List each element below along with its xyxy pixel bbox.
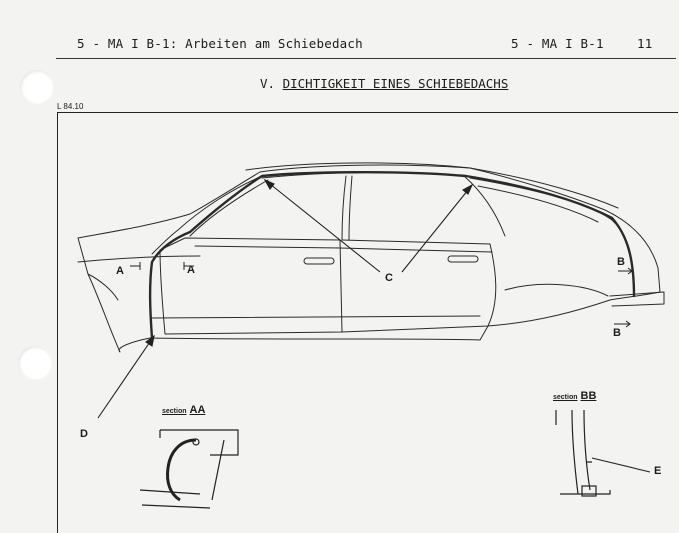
rear-wheel-arch — [504, 283, 609, 297]
label-e: E — [654, 465, 662, 477]
bumper — [609, 291, 665, 307]
page-number: 11 — [637, 36, 653, 51]
section-a-left-marker — [130, 262, 141, 270]
rear-window — [469, 177, 633, 271]
front-handle — [303, 257, 335, 265]
wheel-arch-front — [87, 273, 119, 301]
rear-handle — [447, 255, 479, 263]
leader-d — [97, 335, 155, 419]
rear-pillar — [463, 175, 506, 237]
b-pillar-2 — [348, 175, 353, 241]
section-bb-detail — [555, 409, 611, 495]
section-aa-seal — [166, 438, 197, 502]
label-d: D — [80, 428, 88, 440]
title-prefix: V. — [260, 76, 276, 91]
sill-line — [151, 315, 481, 319]
page-title: V. DICHTIGKEIT EINES SCHIEBEDACHS — [260, 76, 508, 91]
header-left: 5 - MA I B-1: Arbeiten am Schiebedach — [77, 36, 363, 51]
leader-e — [591, 457, 651, 473]
door-top-line — [194, 245, 493, 253]
roof-line — [245, 162, 619, 209]
section-a-right-marker — [183, 262, 194, 270]
arrow-c-right — [462, 183, 474, 195]
label-b-bottom: B — [613, 327, 621, 339]
a-pillar — [189, 179, 269, 237]
label-c: C — [385, 272, 393, 284]
rear-door — [341, 239, 497, 333]
figure-frame — [57, 112, 678, 533]
section-aa-detail — [139, 429, 239, 509]
punch-hole-bottom — [18, 346, 52, 380]
front-door — [159, 237, 343, 335]
label-a-left: A — [116, 265, 124, 277]
leader-c-left — [264, 179, 381, 273]
punch-hole-top — [20, 70, 54, 104]
section-b-top-marker — [618, 267, 633, 275]
arrow-d — [145, 334, 155, 347]
body-crease — [77, 255, 201, 263]
seal-path — [148, 171, 636, 340]
car-body-outline — [77, 164, 661, 353]
b-pillar — [341, 175, 347, 241]
rear-inner — [477, 185, 599, 223]
title-text: DICHTIGKEIT EINES SCHIEBEDACHS — [282, 76, 509, 91]
arrow-c-left — [263, 178, 275, 190]
label-a-right: A — [187, 264, 195, 276]
figure-reference: L 84.10 — [57, 102, 84, 111]
leader-c-right — [401, 184, 473, 273]
label-b-top: B — [617, 256, 625, 268]
windshield — [151, 175, 263, 255]
header-right: 5 - MA I B-1 — [511, 36, 604, 51]
section-b-bottom-marker — [614, 320, 631, 328]
header-rule — [56, 58, 676, 59]
